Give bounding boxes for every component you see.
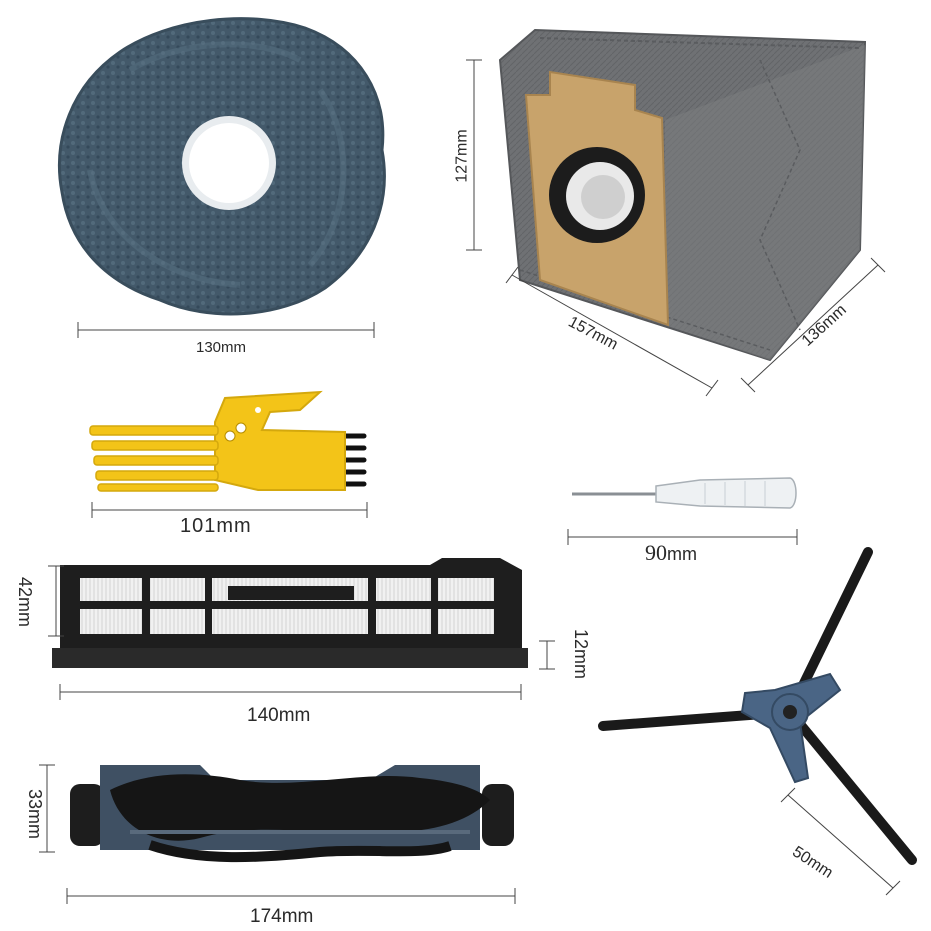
cleaning-brush-tool bbox=[89, 390, 367, 492]
dust-bag bbox=[498, 28, 867, 362]
main-brush-height-label: 33mm bbox=[25, 788, 46, 840]
bag-height-label: 127mm bbox=[453, 129, 471, 183]
hepa-filter bbox=[52, 558, 528, 668]
filter-thickness-label: 12mm bbox=[571, 628, 592, 680]
screwdriver-length-unit: mm bbox=[667, 544, 697, 564]
mop-pad bbox=[58, 17, 386, 316]
side-brush bbox=[598, 547, 917, 865]
brush-tool-length-label: 101mm bbox=[180, 515, 252, 537]
mop-width-label: 130mm bbox=[196, 339, 247, 356]
filter-width-label: 140mm bbox=[247, 705, 311, 726]
screwdriver-length-label: 90mm bbox=[645, 542, 697, 564]
filter-height-label: 42mm bbox=[15, 576, 36, 628]
mop-width-dimension bbox=[77, 322, 375, 338]
filter-dimensions bbox=[48, 565, 555, 700]
screwdriver-dimension bbox=[567, 529, 798, 545]
main-brush-dimensions bbox=[39, 764, 516, 904]
brush-tool-dimension bbox=[91, 502, 368, 518]
side-brush-dimension bbox=[780, 787, 901, 896]
screwdriver-length-value: 90 bbox=[645, 540, 667, 565]
main-brush-length-label: 174mm bbox=[250, 906, 314, 927]
main-roller-brush bbox=[70, 765, 514, 863]
dust-bag-dimensions bbox=[466, 59, 886, 397]
screwdriver bbox=[572, 477, 797, 509]
